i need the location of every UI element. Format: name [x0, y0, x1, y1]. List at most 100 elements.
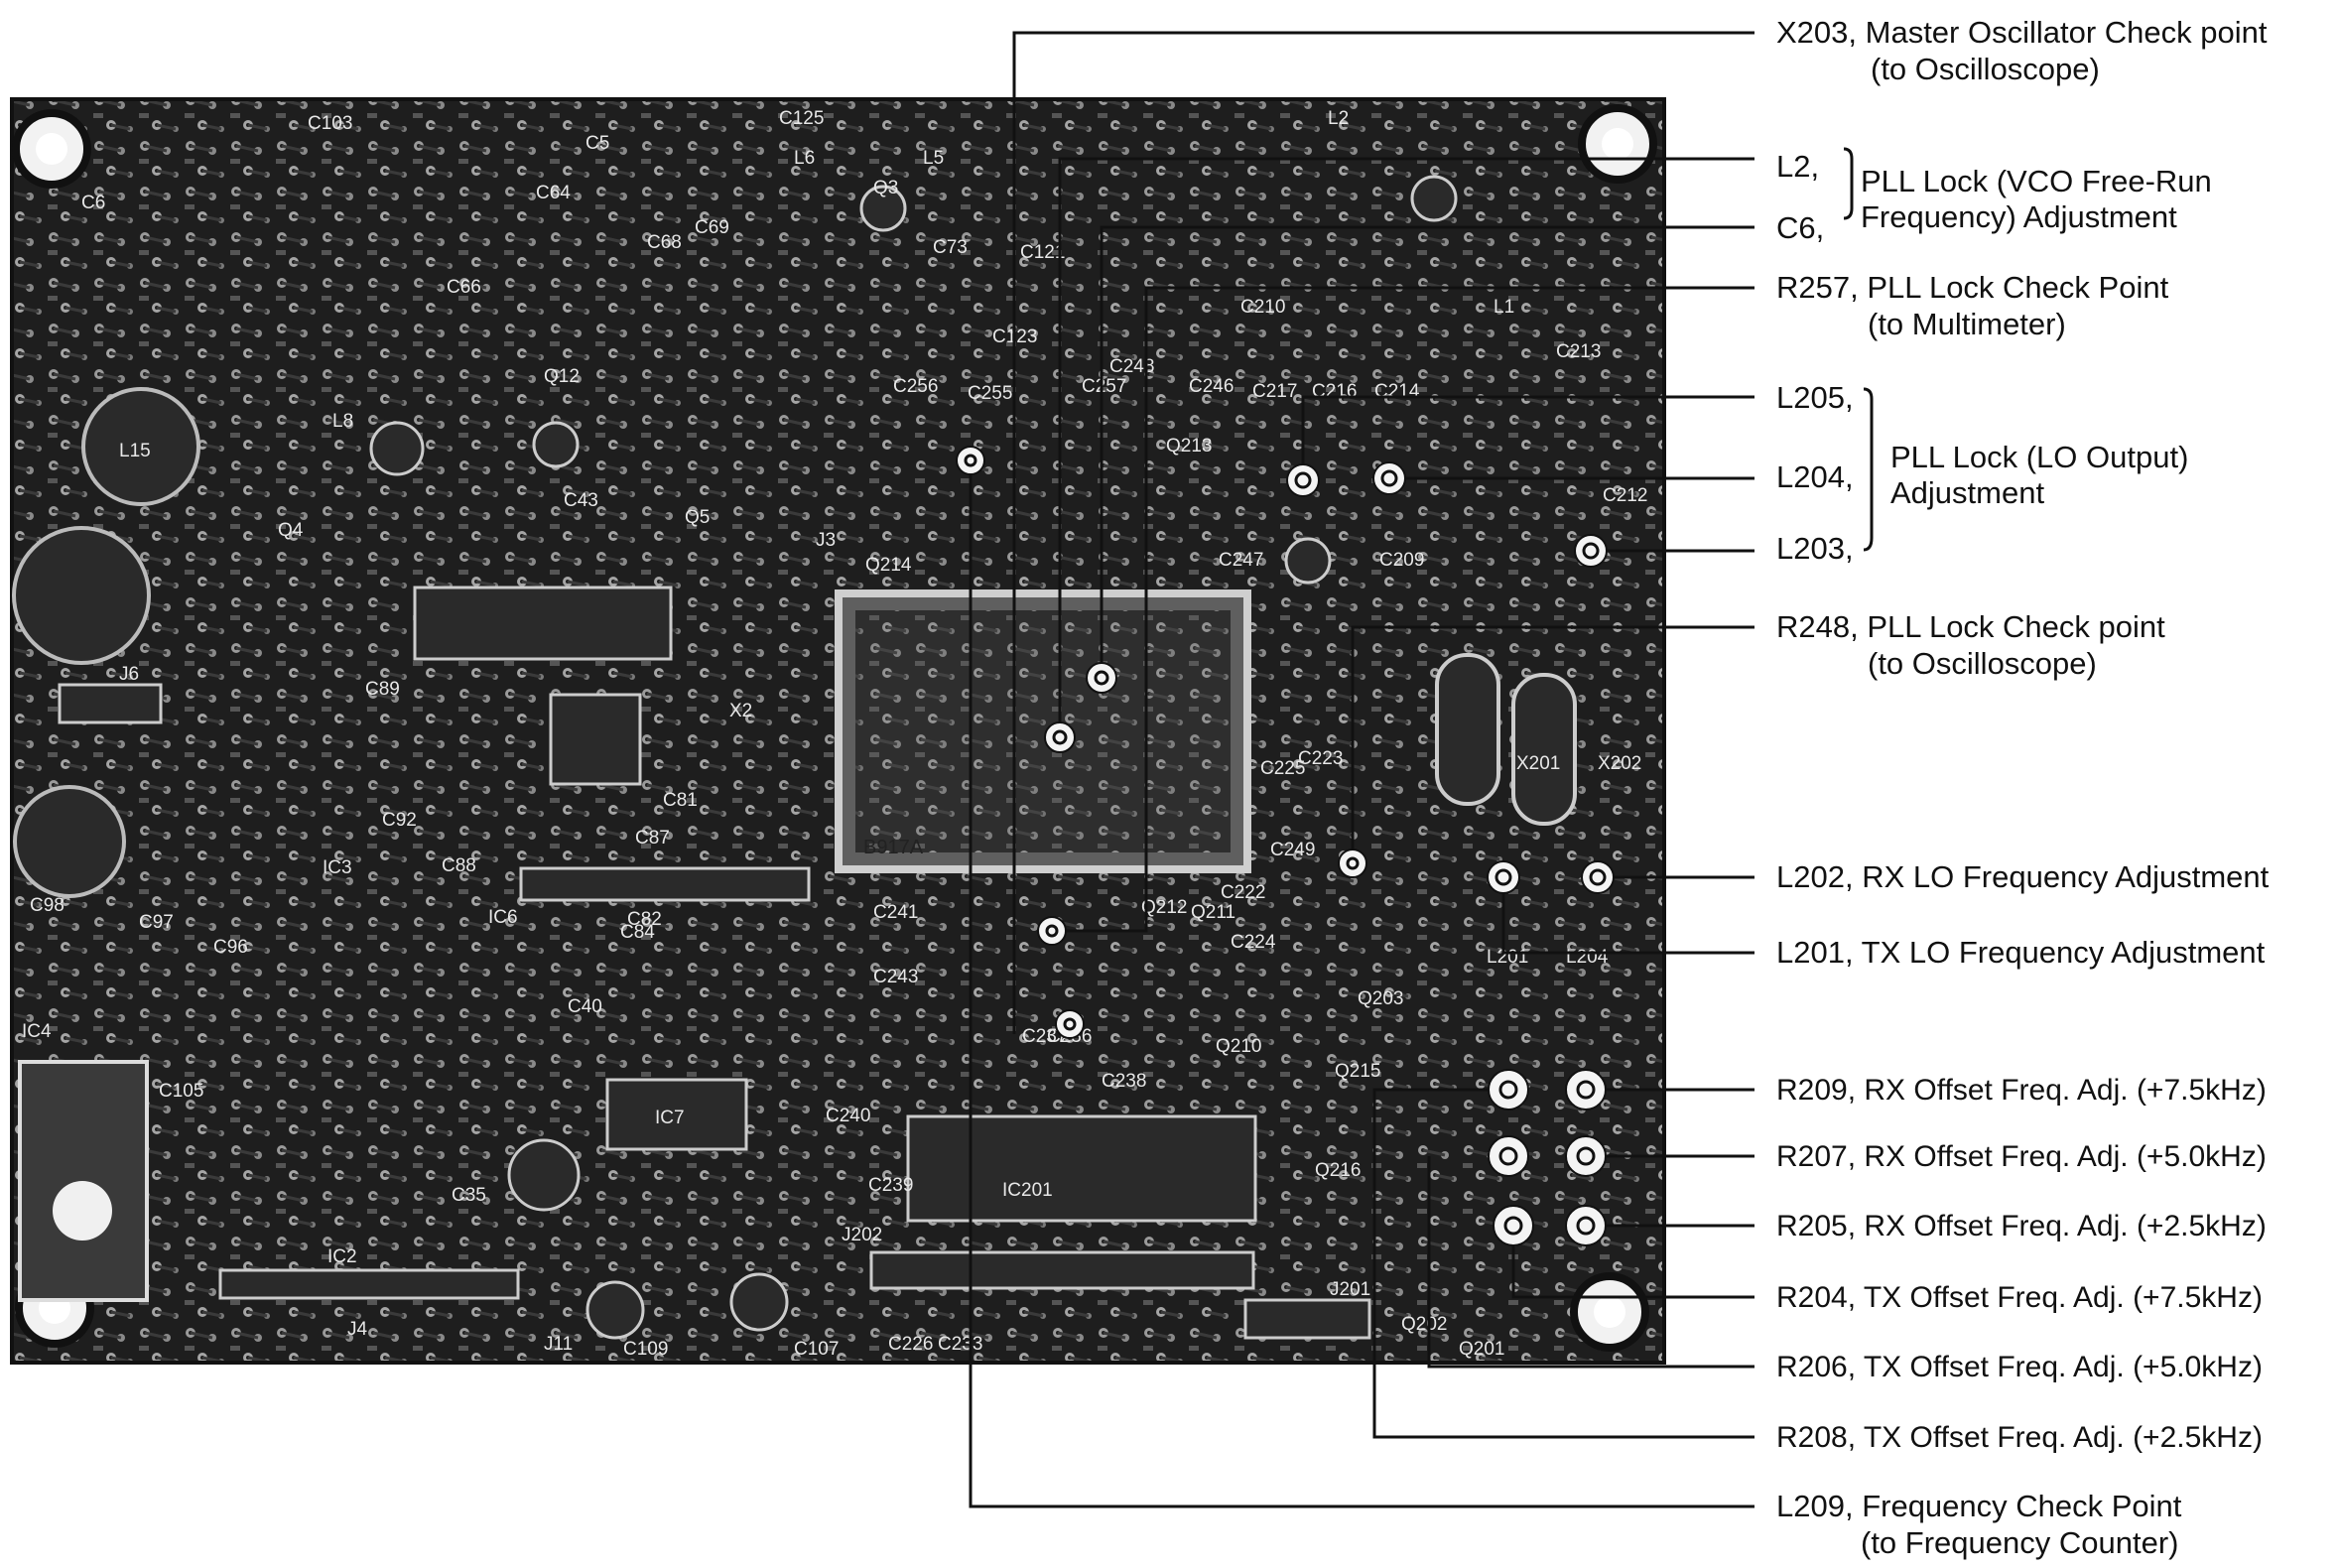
- label-r207: R207, RX Offset Freq. Adj. (+5.0kHz): [1776, 1140, 2267, 1173]
- label-l209-line2: (to Frequency Counter): [1861, 1525, 2178, 1560]
- cp-l2: [1044, 721, 1076, 753]
- label-l203: L203,: [1776, 531, 1854, 566]
- silk-c35: C35: [452, 1185, 486, 1206]
- pcb-board: [10, 97, 1666, 1365]
- shield-marking: B917A: [863, 837, 924, 858]
- cp-r204: [1493, 1205, 1534, 1246]
- leader-l201: [1501, 877, 1754, 955]
- silk-q214: Q214: [865, 555, 912, 576]
- cp-r248: [1338, 849, 1367, 878]
- label-r205: R205, RX Offset Freq. Adj. (+2.5kHz): [1776, 1210, 2267, 1242]
- silk-ic3: IC3: [323, 857, 352, 878]
- cp-l204: [1372, 461, 1406, 495]
- board-silkscreen: Q12 C64 C66 C68 C69 C73 C123 C121 C125 C…: [22, 108, 1647, 1360]
- silk-c64: C64: [536, 183, 571, 203]
- silk-c238: C238: [1102, 1071, 1146, 1092]
- silk-c249: C249: [1270, 840, 1315, 860]
- silk-q202: Q202: [1401, 1314, 1447, 1335]
- silk-c237: C237: [1022, 1026, 1067, 1047]
- silk-c210: C210: [1240, 297, 1285, 318]
- silk-c109: C109: [623, 1339, 668, 1360]
- label-r204: R204, TX Offset Freq. Adj. (+7.5kHz): [1776, 1281, 2263, 1314]
- silk-q4: Q4: [278, 520, 304, 541]
- cp-r208: [1488, 1069, 1529, 1111]
- silk-l204: L204: [1566, 947, 1609, 968]
- silk-q210: Q210: [1216, 1036, 1261, 1057]
- label-l2: L2,: [1776, 149, 1819, 184]
- silk-q5: Q5: [685, 507, 710, 528]
- silk-q3: Q3: [873, 178, 898, 198]
- label-r208: R208, TX Offset Freq. Adj. (+2.5kHz): [1776, 1421, 2263, 1454]
- silk-c248: C248: [1109, 356, 1154, 377]
- cp-r207: [1565, 1135, 1607, 1177]
- silk-c223: C223: [1298, 748, 1343, 769]
- cp-r205: [1565, 1205, 1607, 1246]
- silk-q201: Q201: [1459, 1339, 1504, 1360]
- silk-c103: C103: [308, 113, 352, 134]
- silk-l6: L6: [794, 148, 815, 169]
- cp-l202: [1581, 860, 1615, 894]
- cp-x203: [1055, 1009, 1085, 1039]
- silk-x201: X201: [1516, 753, 1560, 774]
- silk-c6: C6: [81, 193, 105, 213]
- silk-c43: C43: [564, 490, 598, 511]
- label-pll-vco-line2: Frequency) Adjustment: [1861, 199, 2177, 234]
- silk-j201: J201: [1330, 1279, 1370, 1300]
- leader-r257: [1052, 286, 1754, 933]
- silk-c68: C68: [647, 232, 682, 253]
- label-r209: R209, RX Offset Freq. Adj. (+7.5kHz): [1776, 1074, 2267, 1107]
- check-points: [956, 446, 1615, 1246]
- silk-c73: C73: [933, 237, 968, 258]
- silk-c125: C125: [779, 108, 824, 129]
- cp-c6: [1086, 662, 1117, 694]
- silk-c121: C121: [1020, 242, 1065, 263]
- silk-j4: J4: [347, 1319, 368, 1340]
- silk-c216: C216: [1312, 381, 1357, 402]
- leader-r208: [1372, 1088, 1754, 1439]
- cp-r209: [1565, 1069, 1607, 1111]
- silk-l15: L15: [119, 441, 151, 461]
- silk-j6: J6: [119, 664, 139, 685]
- silk-j202: J202: [842, 1225, 882, 1245]
- silk-c69: C69: [695, 217, 729, 238]
- brace-pll-vco: [1843, 147, 1854, 220]
- silk-l201: L201: [1487, 947, 1528, 968]
- silk-q212: Q212: [1141, 897, 1187, 918]
- label-x203-line1: X203, Master Oscillator Check point: [1776, 15, 2268, 50]
- silk-ic201: IC201: [1002, 1180, 1053, 1201]
- leader-r206: [1427, 1156, 1754, 1369]
- silk-c214: C214: [1374, 381, 1420, 402]
- label-l209-line1: L209, Frequency Check Point: [1776, 1489, 2182, 1523]
- silk-c243: C243: [873, 967, 918, 987]
- cp-r257: [1037, 916, 1067, 946]
- silk-c213: C213: [1556, 341, 1601, 362]
- silk-ic6: IC6: [488, 907, 518, 928]
- silk-c246: C246: [1189, 376, 1234, 397]
- label-r257-line2: (to Multimeter): [1868, 307, 2066, 341]
- silk-q213: Q213: [1166, 436, 1212, 457]
- label-r206: R206, TX Offset Freq. Adj. (+5.0kHz): [1776, 1351, 2263, 1383]
- silk-c97: C97: [139, 912, 174, 933]
- silk-c81: C81: [663, 790, 698, 811]
- leader-l209: [969, 466, 1754, 1508]
- silk-c257: C257: [1082, 376, 1126, 397]
- silk-ic4: IC4: [22, 1021, 52, 1042]
- leader-r248: [1351, 625, 1754, 863]
- silk-c40: C40: [568, 996, 602, 1017]
- cp-l209: [956, 446, 985, 475]
- silk-c89: C89: [365, 679, 400, 700]
- silk-c247: C247: [1219, 550, 1263, 571]
- silk-c98: C98: [30, 895, 65, 916]
- silk-c96: C96: [213, 937, 248, 958]
- silk-c209: C209: [1379, 550, 1424, 571]
- silk-x2: X2: [729, 701, 752, 721]
- label-pll-lo-line2: Adjustment: [1890, 475, 2044, 510]
- silk-l8: L8: [332, 411, 353, 432]
- leader-l2: [1058, 157, 1754, 737]
- cp-r206: [1488, 1135, 1529, 1177]
- label-r248-line1: R248, PLL Lock Check point: [1776, 609, 2165, 644]
- silk-c239: C239: [868, 1175, 913, 1196]
- silk-j11: J11: [544, 1334, 573, 1355]
- silk-c88: C88: [442, 855, 476, 876]
- silk-l1: L1: [1494, 297, 1514, 318]
